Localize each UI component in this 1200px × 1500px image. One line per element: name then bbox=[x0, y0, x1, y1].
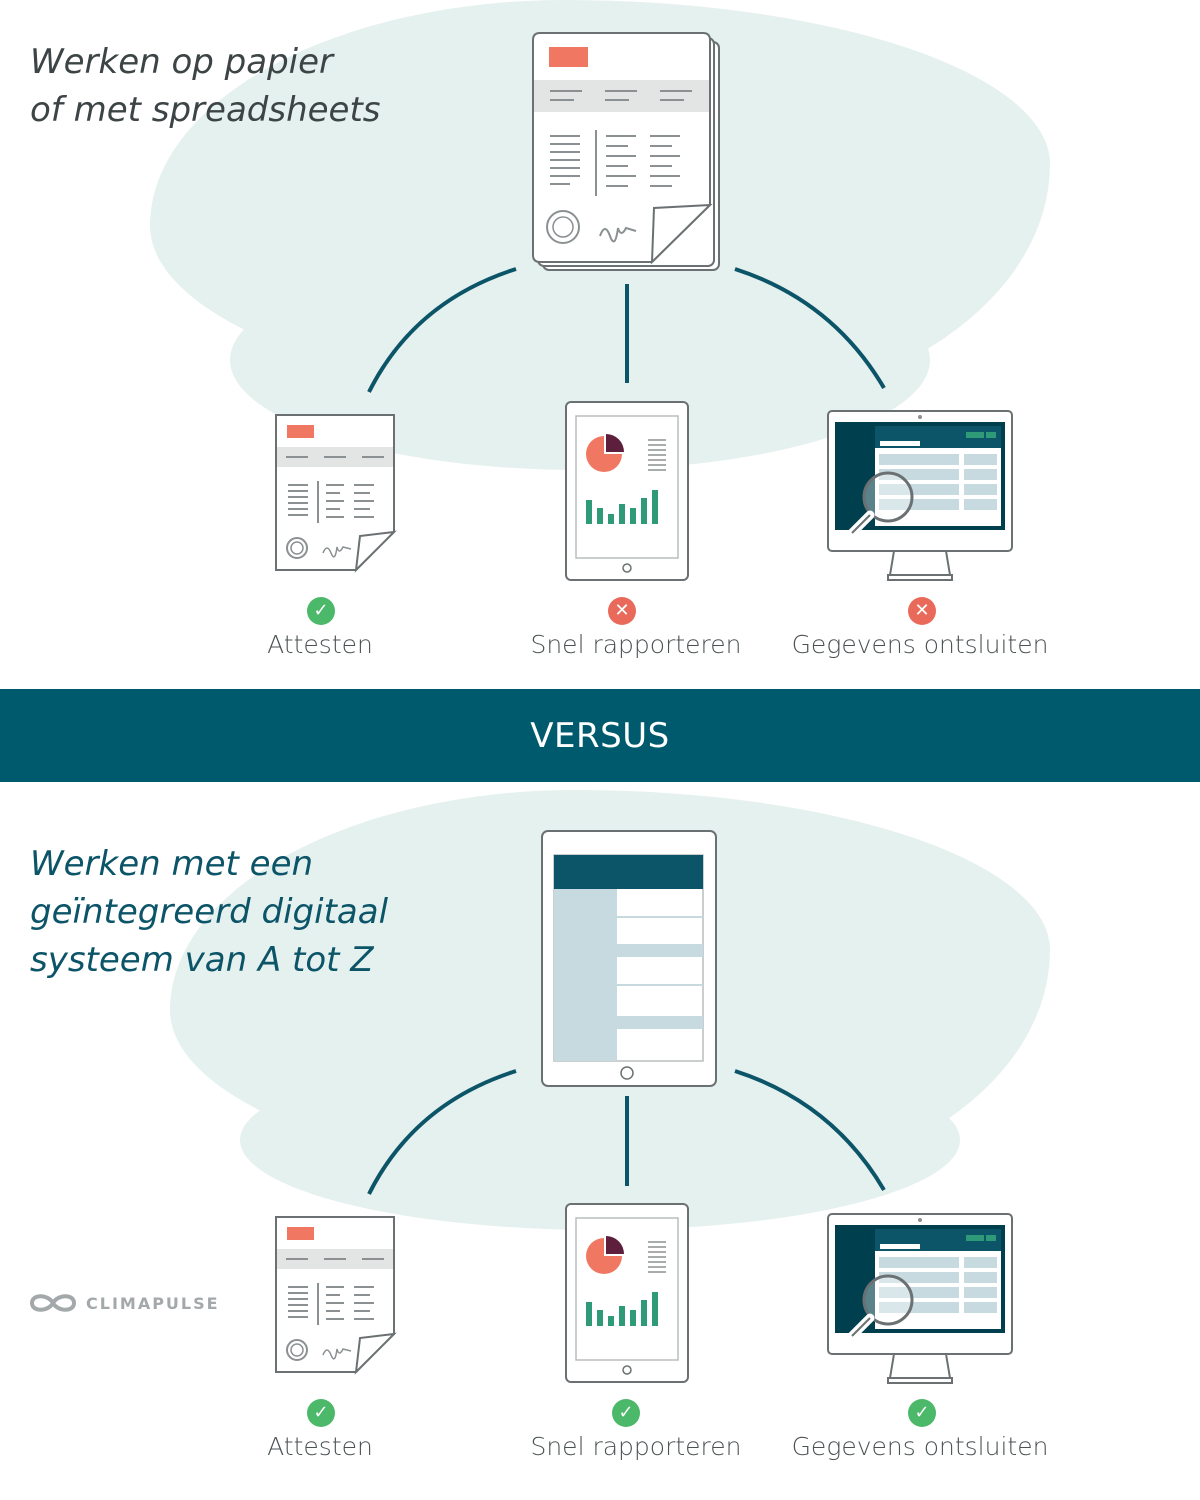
label-attesten-top: Attesten bbox=[267, 630, 373, 659]
monitor-search-icon bbox=[828, 411, 1012, 580]
checkmark-icon: ✓ bbox=[618, 1402, 634, 1423]
brand-name: CLIMAPULSE bbox=[86, 1293, 220, 1313]
heading-paper: Werken op papier of met spreadsheets bbox=[30, 38, 381, 134]
checkmark-icon: ✓ bbox=[914, 1402, 930, 1423]
status-ontsluiten-bottom: ✓ bbox=[908, 1399, 936, 1427]
tablet-table-icon bbox=[541, 830, 717, 1087]
document-icon bbox=[275, 414, 395, 571]
checkmark-icon: ✓ bbox=[313, 1402, 329, 1423]
checkmark-icon: ✓ bbox=[313, 600, 329, 621]
label-ontsluiten-bottom: Gegevens ontsluiten bbox=[791, 1432, 1049, 1461]
status-attesten-top: ✓ bbox=[307, 597, 335, 625]
label-attesten-bottom: Attesten bbox=[267, 1432, 373, 1461]
connector-lines-top bbox=[367, 267, 886, 393]
cross-icon: ✕ bbox=[614, 600, 630, 621]
heading-digital-line-1: Werken met een bbox=[30, 844, 314, 884]
tablet-chart-icon-digital bbox=[565, 1203, 689, 1383]
paper-stack-icon bbox=[532, 32, 720, 271]
cross-icon: ✕ bbox=[914, 600, 930, 621]
document-icon-digital bbox=[275, 1216, 395, 1373]
heading-paper-line-2: of met spreadsheets bbox=[30, 90, 381, 130]
tablet-chart-icon bbox=[565, 401, 689, 581]
heading-paper-line-1: Werken op papier bbox=[30, 42, 334, 82]
connector-lines-bottom bbox=[367, 1069, 886, 1195]
heading-digital-line-3: systeem van A tot Z bbox=[30, 940, 374, 980]
label-ontsluiten-top: Gegevens ontsluiten bbox=[791, 630, 1049, 659]
status-ontsluiten-top: ✕ bbox=[908, 597, 936, 625]
versus-band: VERSUS bbox=[0, 689, 1200, 782]
status-attesten-bottom: ✓ bbox=[307, 1399, 335, 1427]
heading-digital-line-2: geïntegreerd digitaal bbox=[30, 892, 389, 932]
label-rapporteren-top: Snel rapporteren bbox=[530, 630, 742, 659]
label-rapporteren-bottom: Snel rapporteren bbox=[530, 1432, 742, 1461]
brand-logo: CLIMAPULSE bbox=[28, 1290, 220, 1316]
monitor-search-icon-digital bbox=[828, 1214, 1012, 1383]
versus-label: VERSUS bbox=[530, 715, 670, 756]
infinity-logo-icon bbox=[29, 1294, 77, 1312]
status-rapporteren-top: ✕ bbox=[608, 597, 636, 625]
status-rapporteren-bottom: ✓ bbox=[612, 1399, 640, 1427]
heading-digital: Werken met een geïntegreerd digitaal sys… bbox=[30, 840, 388, 984]
